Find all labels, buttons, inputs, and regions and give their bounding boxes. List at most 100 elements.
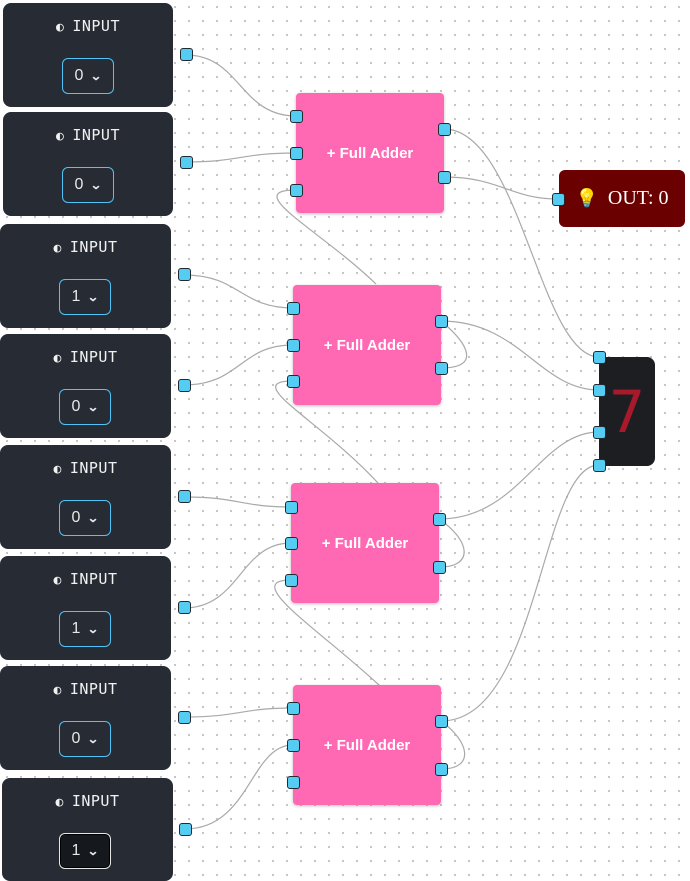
lightbulb-icon: 💡 [575, 188, 598, 208]
adder-carry-in-handle[interactable] [287, 375, 300, 388]
adder-carry-out-handle[interactable] [435, 763, 448, 776]
wire [185, 152, 297, 163]
wire [443, 128, 600, 358]
adder-carry-out-handle[interactable] [438, 171, 451, 184]
adder-input-handle[interactable] [285, 501, 298, 514]
input-value-select[interactable]: 0⌄ [59, 721, 111, 757]
adder-carry-in-handle[interactable] [290, 184, 303, 197]
adder-carry-out-handle[interactable] [433, 561, 446, 574]
input-node[interactable]: ◐ INPUT 1⌄ [2, 778, 173, 881]
wire [183, 274, 294, 309]
chevron-down-icon: ⌄ [87, 732, 100, 746]
input-output-handle[interactable] [178, 379, 191, 392]
wire [184, 744, 294, 830]
input-output-handle[interactable] [178, 601, 191, 614]
display-input-handle[interactable] [593, 384, 606, 397]
adder-carry-in-handle[interactable] [285, 574, 298, 587]
display-input-handle[interactable] [593, 351, 606, 364]
chevron-down-icon: ⌄ [87, 400, 100, 414]
input-title: INPUT [71, 792, 120, 810]
input-node[interactable]: ◐ INPUT 0⌄ [3, 3, 173, 107]
input-title: INPUT [69, 570, 118, 588]
adder-sum-handle[interactable] [435, 715, 448, 728]
full-adder-label: + Full Adder [323, 336, 411, 354]
adder-input-handle[interactable] [287, 702, 300, 715]
chevron-down-icon: ⌄ [87, 622, 100, 636]
full-adder-node[interactable]: + Full Adder [293, 285, 441, 405]
wire [443, 176, 559, 200]
full-adder-node[interactable]: + Full Adder [296, 93, 444, 213]
input-output-handle[interactable] [180, 48, 193, 61]
wire [185, 54, 297, 117]
input-value-select[interactable]: 0⌄ [62, 58, 114, 94]
input-node[interactable]: ◐ INPUT 1⌄ [0, 556, 171, 660]
input-node[interactable]: ◐ INPUT 1⌄ [0, 224, 171, 328]
chevron-down-icon: ⌄ [87, 511, 100, 525]
display-digit: 7 [608, 377, 646, 446]
input-node[interactable]: ◐INPUT 0⌄ [0, 445, 171, 549]
contrast-icon: ◐ [53, 683, 62, 698]
output-input-handle[interactable] [552, 193, 565, 206]
chevron-down-icon: ⌄ [87, 844, 100, 858]
input-title: INPUT [69, 238, 118, 256]
wire [438, 431, 600, 520]
full-adder-node[interactable]: + Full Adder [291, 483, 439, 603]
full-adder-label: + Full Adder [323, 736, 411, 754]
input-title: INPUT [69, 348, 118, 366]
input-output-handle[interactable] [178, 711, 191, 724]
output-label: OUT: 0 [607, 187, 669, 209]
adder-sum-handle[interactable] [438, 123, 451, 136]
adder-input-handle[interactable] [290, 110, 303, 123]
wire [440, 720, 466, 770]
contrast-icon: ◐ [55, 795, 64, 810]
wire [183, 344, 294, 386]
contrast-icon: ◐ [56, 20, 65, 35]
display-input-handle[interactable] [593, 426, 606, 439]
input-node[interactable]: ◐INPUT 0⌄ [0, 334, 171, 438]
adder-input-handle[interactable] [290, 147, 303, 160]
chevron-down-icon: ⌄ [90, 178, 103, 192]
contrast-icon: ◐ [56, 129, 65, 144]
input-value-select[interactable]: 1⌄ [59, 279, 111, 315]
input-value-select[interactable]: 1⌄ [59, 833, 111, 869]
wire [438, 518, 465, 568]
adder-sum-handle[interactable] [435, 315, 448, 328]
input-value-select[interactable]: 0⌄ [62, 167, 114, 203]
input-node[interactable]: ◐ INPUT 0⌄ [0, 666, 171, 770]
input-node[interactable]: ◐ INPUT 0⌄ [3, 112, 173, 216]
input-output-handle[interactable] [178, 268, 191, 281]
adder-sum-handle[interactable] [433, 513, 446, 526]
wire [440, 320, 468, 369]
input-output-handle[interactable] [179, 823, 192, 836]
wire [183, 707, 294, 718]
adder-carry-out-handle[interactable] [435, 362, 448, 375]
wire [440, 320, 600, 391]
adder-input-handle[interactable] [287, 739, 300, 752]
adder-input-handle[interactable] [287, 302, 300, 315]
input-output-handle[interactable] [178, 490, 191, 503]
input-value-select[interactable]: 0⌄ [59, 500, 111, 536]
seven-segment-display[interactable]: 7 [599, 357, 655, 466]
contrast-icon: ◐ [53, 462, 62, 477]
adder-carry-in-handle[interactable] [287, 776, 300, 789]
display-input-handle[interactable] [593, 459, 606, 472]
input-title: INPUT [72, 17, 120, 35]
full-adder-label: + Full Adder [321, 534, 409, 552]
full-adder-node[interactable]: + Full Adder [293, 685, 441, 805]
input-title: INPUT [69, 680, 118, 698]
adder-input-handle[interactable] [287, 339, 300, 352]
chevron-down-icon: ⌄ [87, 290, 100, 304]
output-node[interactable]: 💡 OUT: 0 [559, 170, 685, 227]
input-value-select[interactable]: 0⌄ [59, 389, 111, 425]
wire [183, 542, 292, 609]
adder-input-handle[interactable] [285, 537, 298, 550]
full-adder-label: + Full Adder [326, 144, 414, 162]
contrast-icon: ◐ [53, 573, 62, 588]
input-output-handle[interactable] [180, 156, 193, 169]
contrast-icon: ◐ [53, 241, 62, 256]
chevron-down-icon: ⌄ [90, 69, 103, 83]
wire [183, 496, 292, 508]
input-value-select[interactable]: 1⌄ [59, 611, 111, 647]
input-title: INPUT [72, 126, 120, 144]
wire [440, 464, 600, 722]
